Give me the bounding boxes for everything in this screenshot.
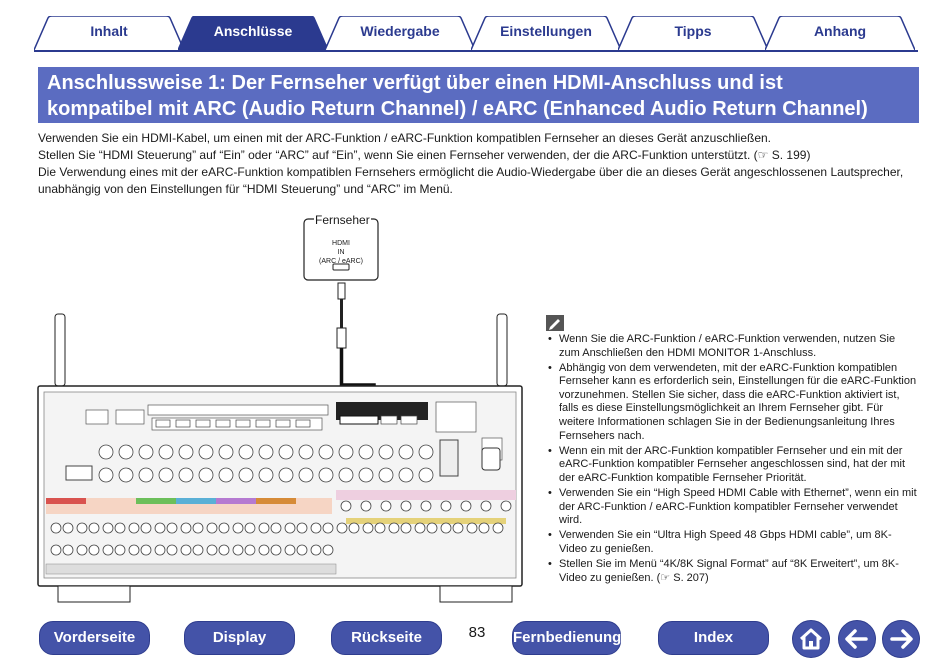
index-button[interactable]: Index [658,621,769,655]
tv-port-line-2: IN [337,249,345,256]
arrow-right-icon [890,629,913,649]
display-button[interactable]: Display [184,621,295,655]
tv-hdmi-port [332,263,350,271]
tab-label: Einstellungen [500,23,592,39]
intro-paragraph-1: Verwenden Sie ein HDMI-Kabel, um einen m… [38,131,772,145]
note-item: Verwenden Sie ein “High Speed HDMI Cable… [546,487,918,528]
note-item: Verwenden Sie ein “Ultra High Speed 48 G… [546,529,918,556]
top-tab-bar: Inhalt Anschlüsse Wiedergabe Einstellung… [34,16,918,52]
note-item: Wenn ein mit der ARC-Funktion kompatible… [546,445,918,486]
pencil-note-icon [546,315,564,331]
remote-control-button[interactable]: Fernbedienung [512,621,621,655]
tab-anschluesse[interactable]: Anschlüsse [178,16,328,50]
title-line-1: Anschlussweise 1: Der Fernseher verfügt … [47,72,783,94]
tv-label: Fernseher [314,213,371,227]
section-title-bar: Anschlussweise 1: Der Fernseher verfügt … [38,67,919,123]
arrow-left-icon [845,629,868,649]
intro-paragraph-3: Die Verwendung eines mit der eARC-Funkti… [38,165,904,196]
front-panel-button[interactable]: Vorderseite [39,621,150,655]
tab-wiedergabe[interactable]: Wiedergabe [325,16,475,50]
page-number: 83 [468,624,486,641]
note-item: Wenn Sie die ARC-Funktion / eARC-Funktio… [546,333,918,360]
home-button[interactable] [792,620,830,658]
tab-label: Wiedergabe [360,23,440,39]
antenna-left [54,313,66,387]
notes-list: Wenn Sie die ARC-Funktion / eARC-Funktio… [546,333,918,587]
receiver-foot-right [439,585,513,603]
tv-port-line-3: (ARC / eARC) [319,258,363,265]
tab-label: Tipps [674,23,712,39]
tab-baseline [34,50,918,52]
hdmi-plug-top [337,282,346,300]
page-title: Anschlussweise 1: Der Fernseher verfügt … [47,70,868,122]
receiver-foot-left [57,585,131,603]
tv-port-line-1: HDMI [332,240,350,247]
home-icon [799,628,823,650]
note-item: Abhängig von dem verwendeten, mit der eA… [546,362,918,444]
back-button[interactable] [838,620,876,658]
tab-einstellungen[interactable]: Einstellungen [471,16,621,50]
title-line-2: kompatibel mit ARC (Audio Return Channel… [47,98,868,120]
tab-inhalt[interactable]: Inhalt [34,16,184,50]
tab-anhang[interactable]: Anhang [765,16,915,50]
tv-port-label: HDMI IN (ARC / eARC) [305,239,377,266]
hdmi-ferrite [336,327,347,349]
rear-panel-button[interactable]: Rückseite [331,621,442,655]
intro-paragraph-2: Stellen Sie “HDMI Steuerung” auf “Ein” o… [38,148,811,162]
intro-text: Verwenden Sie ein HDMI-Kabel, um einen m… [38,130,928,198]
tab-label: Inhalt [90,23,128,39]
tab-label: Anschlüsse [213,23,293,39]
tab-label: Anhang [813,23,867,39]
note-item: Stellen Sie im Menü “4K/8K Signal Format… [546,558,918,585]
connection-diagram [37,218,523,603]
forward-button[interactable] [882,620,920,658]
tab-tipps[interactable]: Tipps [618,16,768,50]
antenna-right [496,313,508,387]
